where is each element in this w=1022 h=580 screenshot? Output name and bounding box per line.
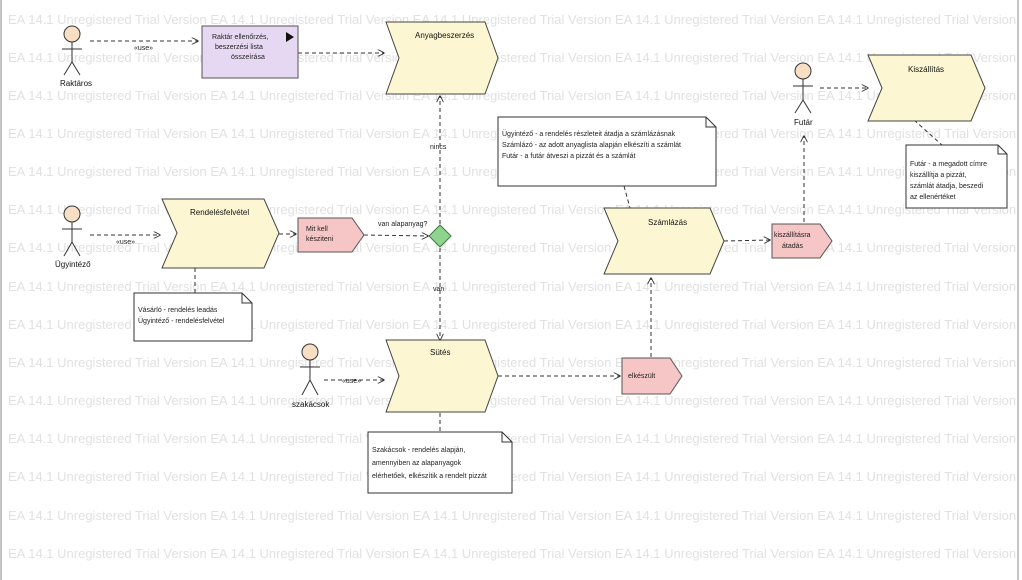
actor-futar[interactable]: Futár (793, 62, 813, 127)
watermark-text: EA 14.1 Unregistered Trial Version EA 14… (8, 202, 1016, 217)
note-line: Ügyintéző - rendelésfelvétel (138, 317, 225, 325)
event-line: késziteni (306, 236, 334, 243)
watermark-text: EA 14.1 Unregistered Trial Version EA 14… (8, 240, 1016, 255)
actor-head-icon (63, 205, 81, 223)
actor-label: Raktáros (60, 79, 92, 88)
watermark-text: EA 14.1 Unregistered Trial Version EA 14… (8, 508, 1016, 523)
watermark-text: EA 14.1 Unregistered Trial Version EA 14… (8, 50, 1016, 65)
note-line: Számlázó - az adott anyaglista alapján e… (502, 142, 681, 149)
actor-ugyintezo[interactable]: Ügyintéző (55, 205, 91, 269)
process-anyagbeszerzes[interactable]: Anyagbeszerzés (385, 21, 499, 95)
use-label: «use» (134, 45, 153, 52)
event-label: elkészült (628, 373, 655, 380)
note-line: kiszállítja a pizzát, (910, 172, 966, 179)
event-line: átadás (782, 243, 804, 250)
note-line: amennyiben az alapanyagok (372, 460, 462, 467)
watermark-text: EA 14.1 Unregistered Trial Version EA 14… (8, 355, 1016, 370)
note-sutes[interactable]: Szakácsok - rendelés alapján, amennyiben… (367, 431, 513, 494)
watermark-text: EA 14.1 Unregistered Trial Version EA 14… (8, 546, 1016, 561)
note-szamlazas[interactable]: Ügyintéző - a rendelés részleteit átadja… (497, 116, 717, 187)
watermark-text: EA 14.1 Unregistered Trial Version EA 14… (8, 431, 1016, 446)
flow-szamlazas-to-atadas[interactable] (723, 240, 770, 241)
decision-no-label: nincs (430, 144, 447, 151)
activity-raktar-ellenorzes[interactable]: Raktár ellenőrzés, beszerzési lista össz… (201, 25, 299, 79)
process-title: Anyagbeszerzés (415, 31, 474, 40)
activity-line: összeírása (231, 54, 265, 61)
actor-head-icon (63, 25, 81, 43)
watermark-text: EA 14.1 Unregistered Trial Version EA 14… (8, 88, 1016, 103)
note-line: számlát átadja, beszedi (910, 183, 984, 190)
event-line: Mit kell (306, 226, 328, 233)
event-elkeszult[interactable]: elkészült (621, 357, 683, 395)
watermark-text: EA 14.1 Unregistered Trial Version EA 14… (8, 393, 1016, 408)
decision-question: van alapanyag? (378, 221, 428, 228)
process-title: Sütés (430, 348, 450, 357)
process-title: Kiszállítás (908, 65, 944, 74)
process-sutes[interactable]: Sütés (385, 339, 499, 413)
watermark-text: EA 14.1 Unregistered Trial Version EA 14… (8, 317, 1016, 332)
process-kiszallitas[interactable]: Kiszállítás (867, 54, 986, 122)
event-line: kiszállításra (774, 232, 811, 239)
process-szamlazas[interactable]: Számlázás (603, 207, 725, 275)
event-mit-kell-kesziteni[interactable]: Mit kell késziteni (297, 217, 365, 253)
actor-raktaros[interactable]: Raktáros (60, 25, 92, 88)
actor-label: Futár (794, 118, 813, 127)
actor-szakacsok[interactable]: szakácsok (292, 343, 330, 409)
play-icon (286, 32, 294, 42)
activity-line: beszerzési lista (215, 44, 263, 51)
actor-head-icon (794, 62, 812, 80)
event-kiszallitasra-atadas[interactable]: kiszállításra átadás (771, 223, 833, 259)
note-line: Futár - a futár átveszi a pizzát és a sz… (502, 153, 635, 160)
connectors (90, 41, 943, 432)
note-anchor-szamlazas (623, 185, 631, 209)
process-rendelesfelvetel[interactable]: Rendelésfelvétel (161, 198, 280, 269)
note-line: elérhetőek, elkészítik a rendelt pizzát (372, 473, 487, 480)
actor-label: Ügyintéző (55, 260, 91, 269)
note-line: Futár - a megadott címre (910, 161, 987, 168)
note-line: az ellenértéket (910, 194, 956, 201)
note-line: Szakácsok - rendelés alapján, (372, 447, 465, 454)
watermark-text: EA 14.1 Unregistered Trial Version EA 14… (8, 12, 1016, 27)
process-title: Számlázás (648, 218, 687, 227)
decision-yes-label: van (433, 286, 444, 293)
watermark-text: EA 14.1 Unregistered Trial Version EA 14… (8, 279, 1016, 294)
actor-label: szakácsok (292, 400, 330, 409)
flow-event-to-decision[interactable] (363, 235, 428, 236)
use-label: «use» (342, 378, 361, 385)
note-line: Vásárló - rendelés leadás (138, 307, 218, 314)
note-anchor-kiszallitas (913, 119, 943, 146)
use-label: «use» (116, 239, 135, 246)
process-title: Rendelésfelvétel (190, 208, 249, 217)
note-line: Ügyintéző - a rendelés részleteit átadja… (502, 130, 676, 138)
activity-line: Raktár ellenőrzés, (212, 34, 268, 41)
actor-head-icon (301, 343, 319, 361)
note-kiszallitas[interactable]: Futár - a megadott címre kiszállítja a p… (905, 144, 1008, 209)
note-rendeles[interactable]: Vásárló - rendelés leadás Ügyintéző - re… (133, 292, 253, 342)
decision-diamond[interactable] (428, 224, 452, 248)
